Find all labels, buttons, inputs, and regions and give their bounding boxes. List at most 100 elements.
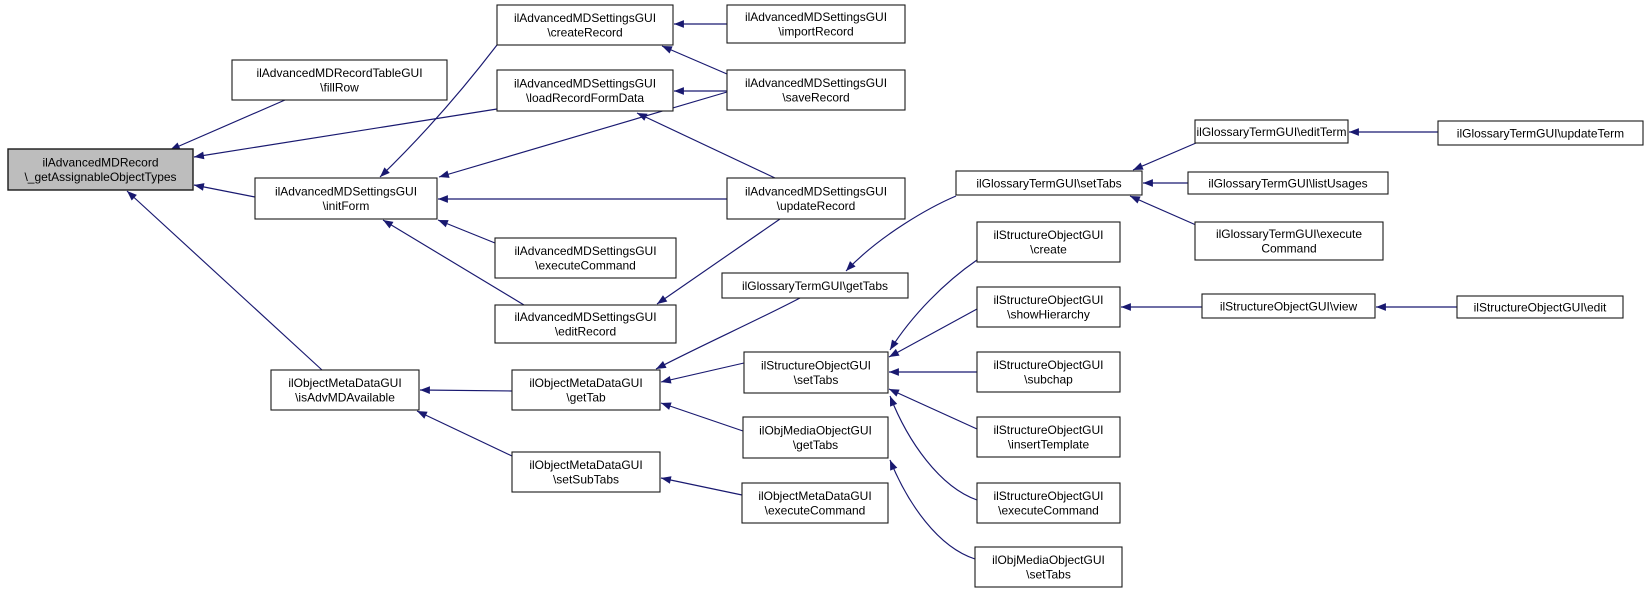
node-fill-row[interactable]: ilAdvancedMDRecordTableGUI\fillRow <box>231 59 448 101</box>
node-save-record[interactable]: ilAdvancedMDSettingsGUI\saveRecord <box>726 69 906 111</box>
node-box-struct-create[interactable] <box>976 221 1121 263</box>
node-label-line: ilStructureObjectGUI <box>993 423 1103 437</box>
node-box-md-execute-command[interactable] <box>494 237 677 279</box>
node-label-line: \fillRow <box>320 81 359 95</box>
node-box-gloss-set-tabs[interactable] <box>955 170 1143 196</box>
node-box-get-assignable-object-types[interactable] <box>7 148 194 191</box>
node-box-import-record[interactable] <box>726 4 906 44</box>
node-label-line: ilAdvancedMDSettingsGUI <box>514 11 656 25</box>
node-box-meta-execute-command[interactable] <box>741 482 889 524</box>
node-box-gloss-edit-term[interactable] <box>1194 119 1349 144</box>
edge-meta-set-sub-tabs-to-is-adv-md-available <box>416 410 513 457</box>
node-label-line: \setTabs <box>1026 568 1071 582</box>
node-box-init-form[interactable] <box>254 177 438 220</box>
node-struct-set-tabs[interactable]: ilStructureObjectGUI\setTabs <box>743 351 889 394</box>
edge-struct-execute-command-to-struct-set-tabs <box>889 395 978 501</box>
node-label-meta-set-sub-tabs: ilObjectMetaDataGUI\setSubTabs <box>529 458 642 487</box>
edge-meta-execute-command-to-meta-set-sub-tabs <box>660 476 743 496</box>
edges-layer <box>126 20 1457 560</box>
node-media-set-tabs[interactable]: ilObjMediaObjectGUI\setTabs <box>974 546 1123 588</box>
node-label-line: \isAdvMDAvailable <box>295 391 395 405</box>
edge-struct-insert-template-to-struct-set-tabs <box>888 388 978 430</box>
node-label-struct-set-tabs: ilStructureObjectGUI\setTabs <box>761 359 871 388</box>
node-box-fill-row[interactable] <box>231 59 448 101</box>
node-media-get-tabs[interactable]: ilObjMediaObjectGUI\getTabs <box>742 416 889 459</box>
node-label-line: ilStructureObjectGUI\view <box>1220 299 1358 313</box>
node-init-form[interactable]: ilAdvancedMDSettingsGUI\initForm <box>254 177 438 220</box>
node-edit-record[interactable]: ilAdvancedMDSettingsGUI\editRecord <box>494 304 677 344</box>
node-create-record[interactable]: ilAdvancedMDSettingsGUI\createRecord <box>496 4 674 46</box>
edge-struct-set-tabs-to-meta-get-tab <box>660 362 745 384</box>
node-label-init-form: ilAdvancedMDSettingsGUI\initForm <box>275 185 417 214</box>
node-label-line: ilGlossaryTermGUI\setTabs <box>976 176 1121 190</box>
node-box-save-record[interactable] <box>726 69 906 111</box>
node-box-update-record[interactable] <box>726 177 906 220</box>
node-box-struct-set-tabs[interactable] <box>743 351 889 394</box>
node-md-execute-command[interactable]: ilAdvancedMDSettingsGUI\executeCommand <box>494 237 677 279</box>
node-label-line: ilGlossaryTermGUI\listUsages <box>1208 176 1367 190</box>
node-struct-view[interactable]: ilStructureObjectGUI\view <box>1201 293 1376 319</box>
node-update-record[interactable]: ilAdvancedMDSettingsGUI\updateRecord <box>726 177 906 220</box>
node-struct-show-hierarchy[interactable]: ilStructureObjectGUI\showHierarchy <box>976 286 1121 328</box>
node-label-line: \loadRecordFormData <box>526 91 644 105</box>
node-struct-subchap[interactable]: ilStructureObjectGUI\subchap <box>976 351 1121 393</box>
node-gloss-list-usages[interactable]: ilGlossaryTermGUI\listUsages <box>1187 171 1389 195</box>
node-box-gloss-get-tabs[interactable] <box>721 272 909 299</box>
node-label-gloss-get-tabs: ilGlossaryTermGUI\getTabs <box>742 279 888 293</box>
node-label-media-set-tabs: ilObjMediaObjectGUI\setTabs <box>992 553 1105 582</box>
node-get-assignable-object-types[interactable]: ilAdvancedMDRecord\_getAssignableObjectT… <box>7 148 194 191</box>
node-gloss-update-term[interactable]: ilGlossaryTermGUI\updateTerm <box>1437 120 1644 146</box>
node-gloss-get-tabs[interactable]: ilGlossaryTermGUI\getTabs <box>721 272 909 299</box>
node-box-media-set-tabs[interactable] <box>974 546 1123 588</box>
node-box-load-record-form-data[interactable] <box>496 69 674 112</box>
node-box-gloss-update-term[interactable] <box>1437 120 1644 146</box>
edge-save-record-to-create-record <box>661 45 728 75</box>
node-struct-insert-template[interactable]: ilStructureObjectGUI\insertTemplate <box>976 416 1121 458</box>
node-meta-set-sub-tabs[interactable]: ilObjectMetaDataGUI\setSubTabs <box>511 451 661 493</box>
node-box-struct-subchap[interactable] <box>976 351 1121 393</box>
node-box-struct-view[interactable] <box>1201 293 1376 319</box>
node-label-line: \setSubTabs <box>553 473 619 487</box>
edge-meta-get-tab-to-is-adv-md-available <box>419 386 513 394</box>
node-gloss-set-tabs[interactable]: ilGlossaryTermGUI\setTabs <box>955 170 1143 196</box>
node-struct-edit[interactable]: ilStructureObjectGUI\edit <box>1456 295 1624 319</box>
node-label-md-execute-command: ilAdvancedMDSettingsGUI\executeCommand <box>514 244 656 272</box>
node-box-struct-edit[interactable] <box>1456 295 1624 319</box>
node-label-line: ilAdvancedMDSettingsGUI <box>745 10 887 24</box>
node-box-meta-get-tab[interactable] <box>511 369 661 411</box>
node-box-struct-show-hierarchy[interactable] <box>976 286 1121 328</box>
edge-struct-create-to-struct-set-tabs <box>889 259 978 351</box>
node-label-line: ilObjectMetaDataGUI <box>529 376 642 390</box>
node-box-media-get-tabs[interactable] <box>742 416 889 459</box>
node-struct-execute-command[interactable]: ilStructureObjectGUI\executeCommand <box>976 482 1121 524</box>
node-import-record[interactable]: ilAdvancedMDSettingsGUI\importRecord <box>726 4 906 44</box>
node-label-line: \updateRecord <box>777 199 856 213</box>
node-label-line: ilGlossaryTermGUI\getTabs <box>742 279 888 293</box>
node-is-adv-md-available[interactable]: ilObjectMetaDataGUI\isAdvMDAvailable <box>270 369 420 411</box>
node-label-line: \importRecord <box>778 25 853 39</box>
node-label-line: ilStructureObjectGUI <box>761 359 871 373</box>
edge-struct-show-hierarchy-to-struct-set-tabs <box>888 308 978 358</box>
node-box-meta-set-sub-tabs[interactable] <box>511 451 661 493</box>
edge-update-record-to-load-record-form-data <box>636 112 776 179</box>
node-box-gloss-list-usages[interactable] <box>1187 171 1389 195</box>
node-meta-get-tab[interactable]: ilObjectMetaDataGUI\getTab <box>511 369 661 411</box>
node-box-struct-execute-command[interactable] <box>976 482 1121 524</box>
node-label-line: \createRecord <box>547 26 622 40</box>
node-load-record-form-data[interactable]: ilAdvancedMDSettingsGUI\loadRecordFormDa… <box>496 69 674 112</box>
node-meta-execute-command[interactable]: ilObjectMetaDataGUI\executeCommand <box>741 482 889 524</box>
node-label-line: \create <box>1030 243 1067 257</box>
nodes-layer: ilAdvancedMDRecord\_getAssignableObjectT… <box>7 4 1644 588</box>
node-label-load-record-form-data: ilAdvancedMDSettingsGUI\loadRecordFormDa… <box>514 77 656 106</box>
edge-media-set-tabs-to-media-get-tabs <box>889 459 976 560</box>
node-box-struct-insert-template[interactable] <box>976 416 1121 458</box>
node-box-edit-record[interactable] <box>494 304 677 344</box>
node-struct-create[interactable]: ilStructureObjectGUI\create <box>976 221 1121 263</box>
node-box-create-record[interactable] <box>496 4 674 46</box>
node-box-is-adv-md-available[interactable] <box>270 369 420 411</box>
node-box-gloss-execute-command[interactable] <box>1194 221 1384 261</box>
node-gloss-edit-term[interactable]: ilGlossaryTermGUI\editTerm <box>1194 119 1349 144</box>
